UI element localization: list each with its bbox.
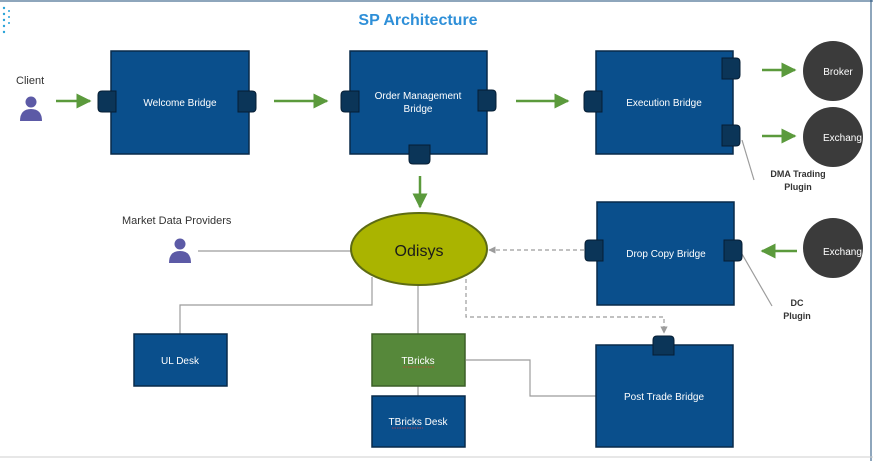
execution-out-port-bottom [721, 124, 741, 147]
order-management-label-line1: Order Management [375, 91, 462, 102]
odisys-hub[interactable]: Odisys [350, 212, 488, 286]
drop-copy-bridge[interactable]: Drop Copy Bridge [584, 201, 743, 306]
order-in-port [340, 90, 360, 113]
exchange-top-node[interactable]: Exchang [803, 107, 863, 167]
welcome-in-port [97, 90, 117, 113]
tbricks[interactable]: TBricks [371, 333, 466, 387]
broker-node[interactable]: Broker [803, 41, 863, 101]
corner-dots [2, 6, 10, 34]
dc-plugin-label-line1: DC [791, 298, 804, 308]
tbricks-desk[interactable]: TBricks Desk [371, 395, 466, 448]
order-management-label-line2: Bridge [404, 104, 433, 115]
dma-plugin-label-line1: DMA Trading [770, 169, 825, 179]
welcome-bridge[interactable]: Welcome Bridge [97, 50, 257, 155]
odisys-label: Odisys [395, 243, 444, 260]
dma-plugin-label-line2: Plugin [784, 182, 812, 192]
market-data-actor: Market Data Providers [122, 215, 232, 263]
execution-bridge[interactable]: Execution Bridge [583, 50, 741, 155]
post-trade-top-port [652, 335, 675, 356]
tbricks-desk-label: TBricks Desk [389, 417, 449, 428]
drop-copy-left-port [584, 239, 604, 262]
post-trade-bridge-label: Post Trade Bridge [624, 392, 704, 403]
execution-in-port [583, 90, 603, 113]
order-bottom-port [408, 144, 431, 165]
drop-copy-bridge-label: Drop Copy Bridge [626, 249, 706, 260]
exchange-bottom-label: Exchang [823, 247, 862, 258]
market-data-person-icon [169, 238, 191, 263]
execution-out-port-top [721, 57, 741, 80]
exchange-bottom-node[interactable]: Exchang [803, 218, 863, 278]
odisys-ul-desk-connector [179, 277, 373, 334]
client-actor: Client [16, 75, 44, 121]
dc-plugin-leader [741, 253, 773, 307]
welcome-bridge-label: Welcome Bridge [143, 98, 217, 109]
drop-copy-right-port [723, 239, 743, 262]
client-person-icon [20, 96, 42, 121]
dc-plugin-label-line2: Plugin [783, 311, 811, 321]
broker-label: Broker [823, 67, 853, 78]
market-data-label: Market Data Providers [122, 215, 232, 227]
execution-bridge-label: Execution Bridge [626, 98, 702, 109]
odisys-post-trade-dashed [465, 272, 668, 334]
ul-desk[interactable]: UL Desk [133, 333, 228, 387]
dma-plugin-leader [741, 139, 755, 181]
exchange-top-label: Exchang [823, 133, 862, 144]
tbricks-post-trade-connector [466, 359, 596, 397]
order-out-port [477, 89, 497, 112]
ul-desk-label: UL Desk [161, 356, 200, 367]
client-label: Client [16, 75, 44, 87]
post-trade-bridge[interactable]: Post Trade Bridge [595, 335, 734, 448]
order-management-bridge[interactable]: Order Management Bridge [340, 50, 497, 165]
tbricks-label: TBricks [401, 356, 434, 367]
diagram-title: SP Architecture [358, 12, 477, 29]
welcome-out-port [237, 90, 257, 113]
